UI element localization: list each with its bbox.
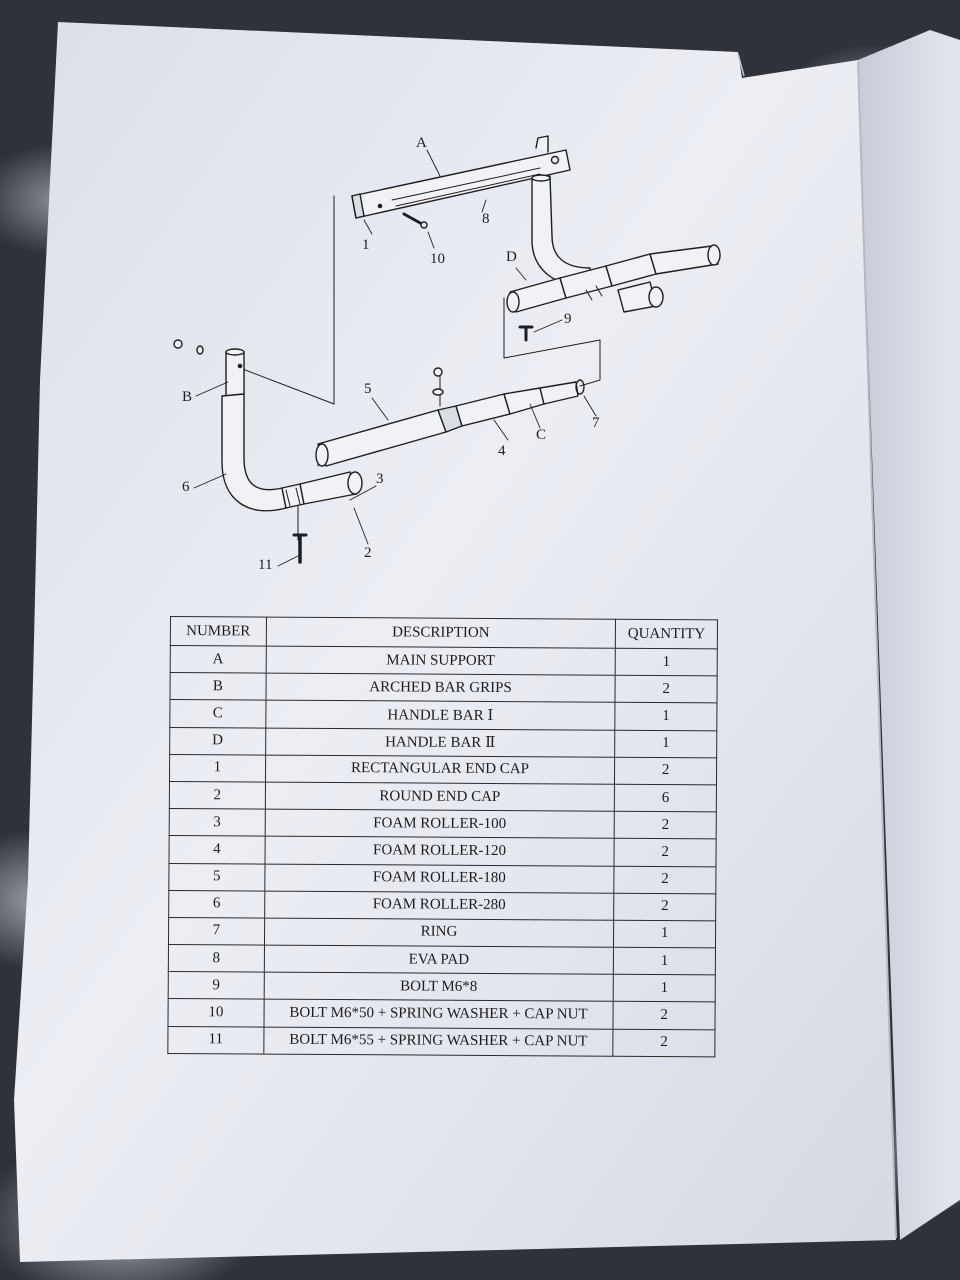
cell-number: B [169, 672, 266, 701]
callout-label-3: 3 [376, 471, 384, 487]
callout-label-9: 9 [564, 311, 572, 327]
main-support-part [351, 135, 571, 219]
cell-quantity: 1 [614, 729, 717, 758]
callout-label-4: 4 [498, 443, 506, 459]
header-quantity: QUANTITY [615, 619, 718, 649]
cell-description: FOAM ROLLER-120 [264, 836, 615, 866]
cell-number: 9 [168, 971, 265, 1000]
cell-description: ROUND END CAP [265, 782, 615, 812]
cell-number: 3 [169, 808, 266, 837]
cell-description: RING [264, 917, 614, 948]
cell-description: EVA PAD [264, 945, 614, 975]
cell-description: FOAM ROLLER-100 [264, 809, 615, 839]
callout-label-a: A [416, 135, 427, 151]
bolt-9-part [518, 325, 534, 342]
cell-quantity: 2 [613, 1001, 716, 1030]
cell-quantity: 2 [614, 865, 716, 894]
exploded-diagram [173, 135, 721, 567]
cell-quantity: 2 [614, 756, 717, 785]
cell-quantity: 1 [613, 974, 716, 1003]
cell-number: 5 [168, 862, 265, 891]
cell-quantity: 2 [614, 838, 717, 867]
cell-description: HANDLE BAR Ⅰ [265, 700, 616, 730]
arched-bar-grip-part [173, 339, 363, 512]
cell-description: BOLT M6*55 + SPRING WASHER + CAP NUT [263, 1026, 614, 1057]
bolt-11-part [292, 533, 308, 564]
cell-number: 11 [167, 1026, 264, 1054]
callout-label-11: 11 [258, 557, 273, 573]
callout-label-2: 2 [364, 545, 372, 561]
cell-quantity: 2 [613, 1028, 715, 1057]
cell-description: RECTANGULAR END CAP [265, 754, 615, 785]
cell-description: ARCHED BAR GRIPS [265, 673, 616, 703]
cell-number: 4 [168, 835, 265, 864]
cell-number: 10 [167, 998, 264, 1027]
cell-description: FOAM ROLLER-180 [264, 863, 615, 893]
bolt-10-part [402, 212, 428, 229]
cell-number: 7 [168, 917, 265, 946]
cell-quantity: 2 [613, 892, 716, 921]
cell-description: BOLT M6*50 + SPRING WASHER + CAP NUT [263, 999, 614, 1029]
cell-quantity: 2 [615, 675, 718, 704]
handle-bar-1-part [315, 367, 585, 467]
main-sheet [14, 22, 896, 1262]
callout-label-6: 6 [182, 479, 190, 495]
cell-number: 6 [168, 890, 265, 918]
cell-number: 8 [168, 944, 265, 973]
handle-bar-2-part [506, 174, 721, 313]
callout-leaders [193, 149, 597, 567]
table-header-row: NUMBER DESCRIPTION QUANTITY [170, 616, 718, 649]
callout-label-10: 10 [430, 251, 445, 267]
cell-quantity: 2 [614, 811, 717, 840]
callout-label-5: 5 [364, 381, 372, 397]
fold-crease [857, 61, 897, 1239]
cell-description: MAIN SUPPORT [265, 646, 616, 676]
cell-number: 1 [169, 754, 266, 783]
callout-label-d: D [506, 249, 517, 265]
cell-quantity: 6 [614, 784, 717, 812]
cell-quantity: 1 [613, 920, 716, 948]
callout-label-b: B [182, 389, 193, 405]
cell-description: BOLT M6*8 [263, 972, 614, 1002]
callout-label-7: 7 [592, 415, 600, 431]
cell-quantity: 1 [613, 947, 716, 976]
header-description: DESCRIPTION [266, 617, 616, 649]
adjacent-sheet [858, 30, 960, 1240]
cell-number: 2 [169, 781, 266, 810]
cell-quantity: 1 [615, 702, 717, 731]
cell-description: FOAM ROLLER-280 [264, 890, 615, 921]
cell-quantity: 1 [615, 648, 718, 677]
header-number: NUMBER [170, 616, 267, 647]
callout-label-1: 1 [362, 237, 370, 253]
callout-label-8: 8 [482, 211, 490, 227]
callout-label-c: C [536, 427, 547, 443]
cell-number: A [170, 645, 267, 674]
cell-description: HANDLE BAR Ⅱ [265, 727, 616, 757]
cell-number: C [169, 699, 266, 728]
cell-number: D [169, 727, 266, 755]
